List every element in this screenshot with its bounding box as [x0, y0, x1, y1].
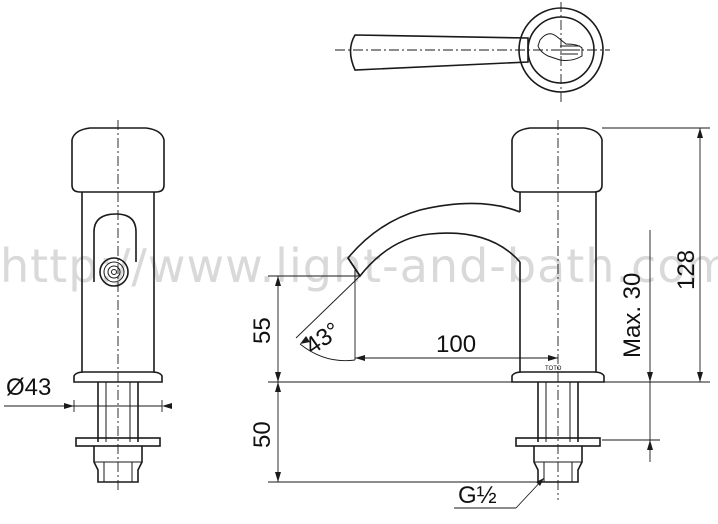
side-base-flange [73, 371, 163, 383]
side-lock-nut [75, 437, 161, 447]
spout-reach-dimension [355, 355, 558, 361]
thread-leader [454, 477, 545, 509]
diameter-dimension [4, 400, 172, 412]
overall-height-label: 128 [673, 250, 700, 290]
front-fitting [533, 446, 583, 483]
side-view: Ø43 [4, 120, 172, 490]
overall-height-dimension [697, 128, 703, 382]
hand-push-icon [537, 33, 583, 61]
front-view: TOTO [347, 120, 605, 500]
spout-outline [93, 213, 137, 282]
diameter-label: Ø43 [6, 374, 51, 401]
brand-mark: TOTO [545, 366, 562, 372]
deck-thickness-label: Max. 30 [619, 273, 646, 358]
handle-cap-outer [518, 7, 604, 93]
spout-reach-label: 100 [436, 331, 476, 358]
spout-angle-label: 43° [300, 317, 345, 360]
thread-label: G½ [458, 482, 497, 509]
front-base-flange [511, 371, 605, 383]
lever-handle [349, 34, 529, 71]
spout-height-dimension [275, 276, 281, 382]
shank-length-dimension [275, 382, 281, 482]
side-cap [71, 127, 165, 193]
side-fitting [93, 446, 143, 483]
spout-angle-dimension [295, 270, 361, 362]
front-lock-nut [515, 437, 601, 447]
deck-thickness-dimension [647, 230, 653, 462]
front-cap [511, 127, 603, 193]
shank-length-label: 50 [249, 421, 276, 448]
handle-cap-inner [527, 16, 595, 84]
spout-height-label: 55 [249, 317, 276, 344]
top-view [335, 2, 610, 104]
aerator-icon [99, 257, 129, 287]
